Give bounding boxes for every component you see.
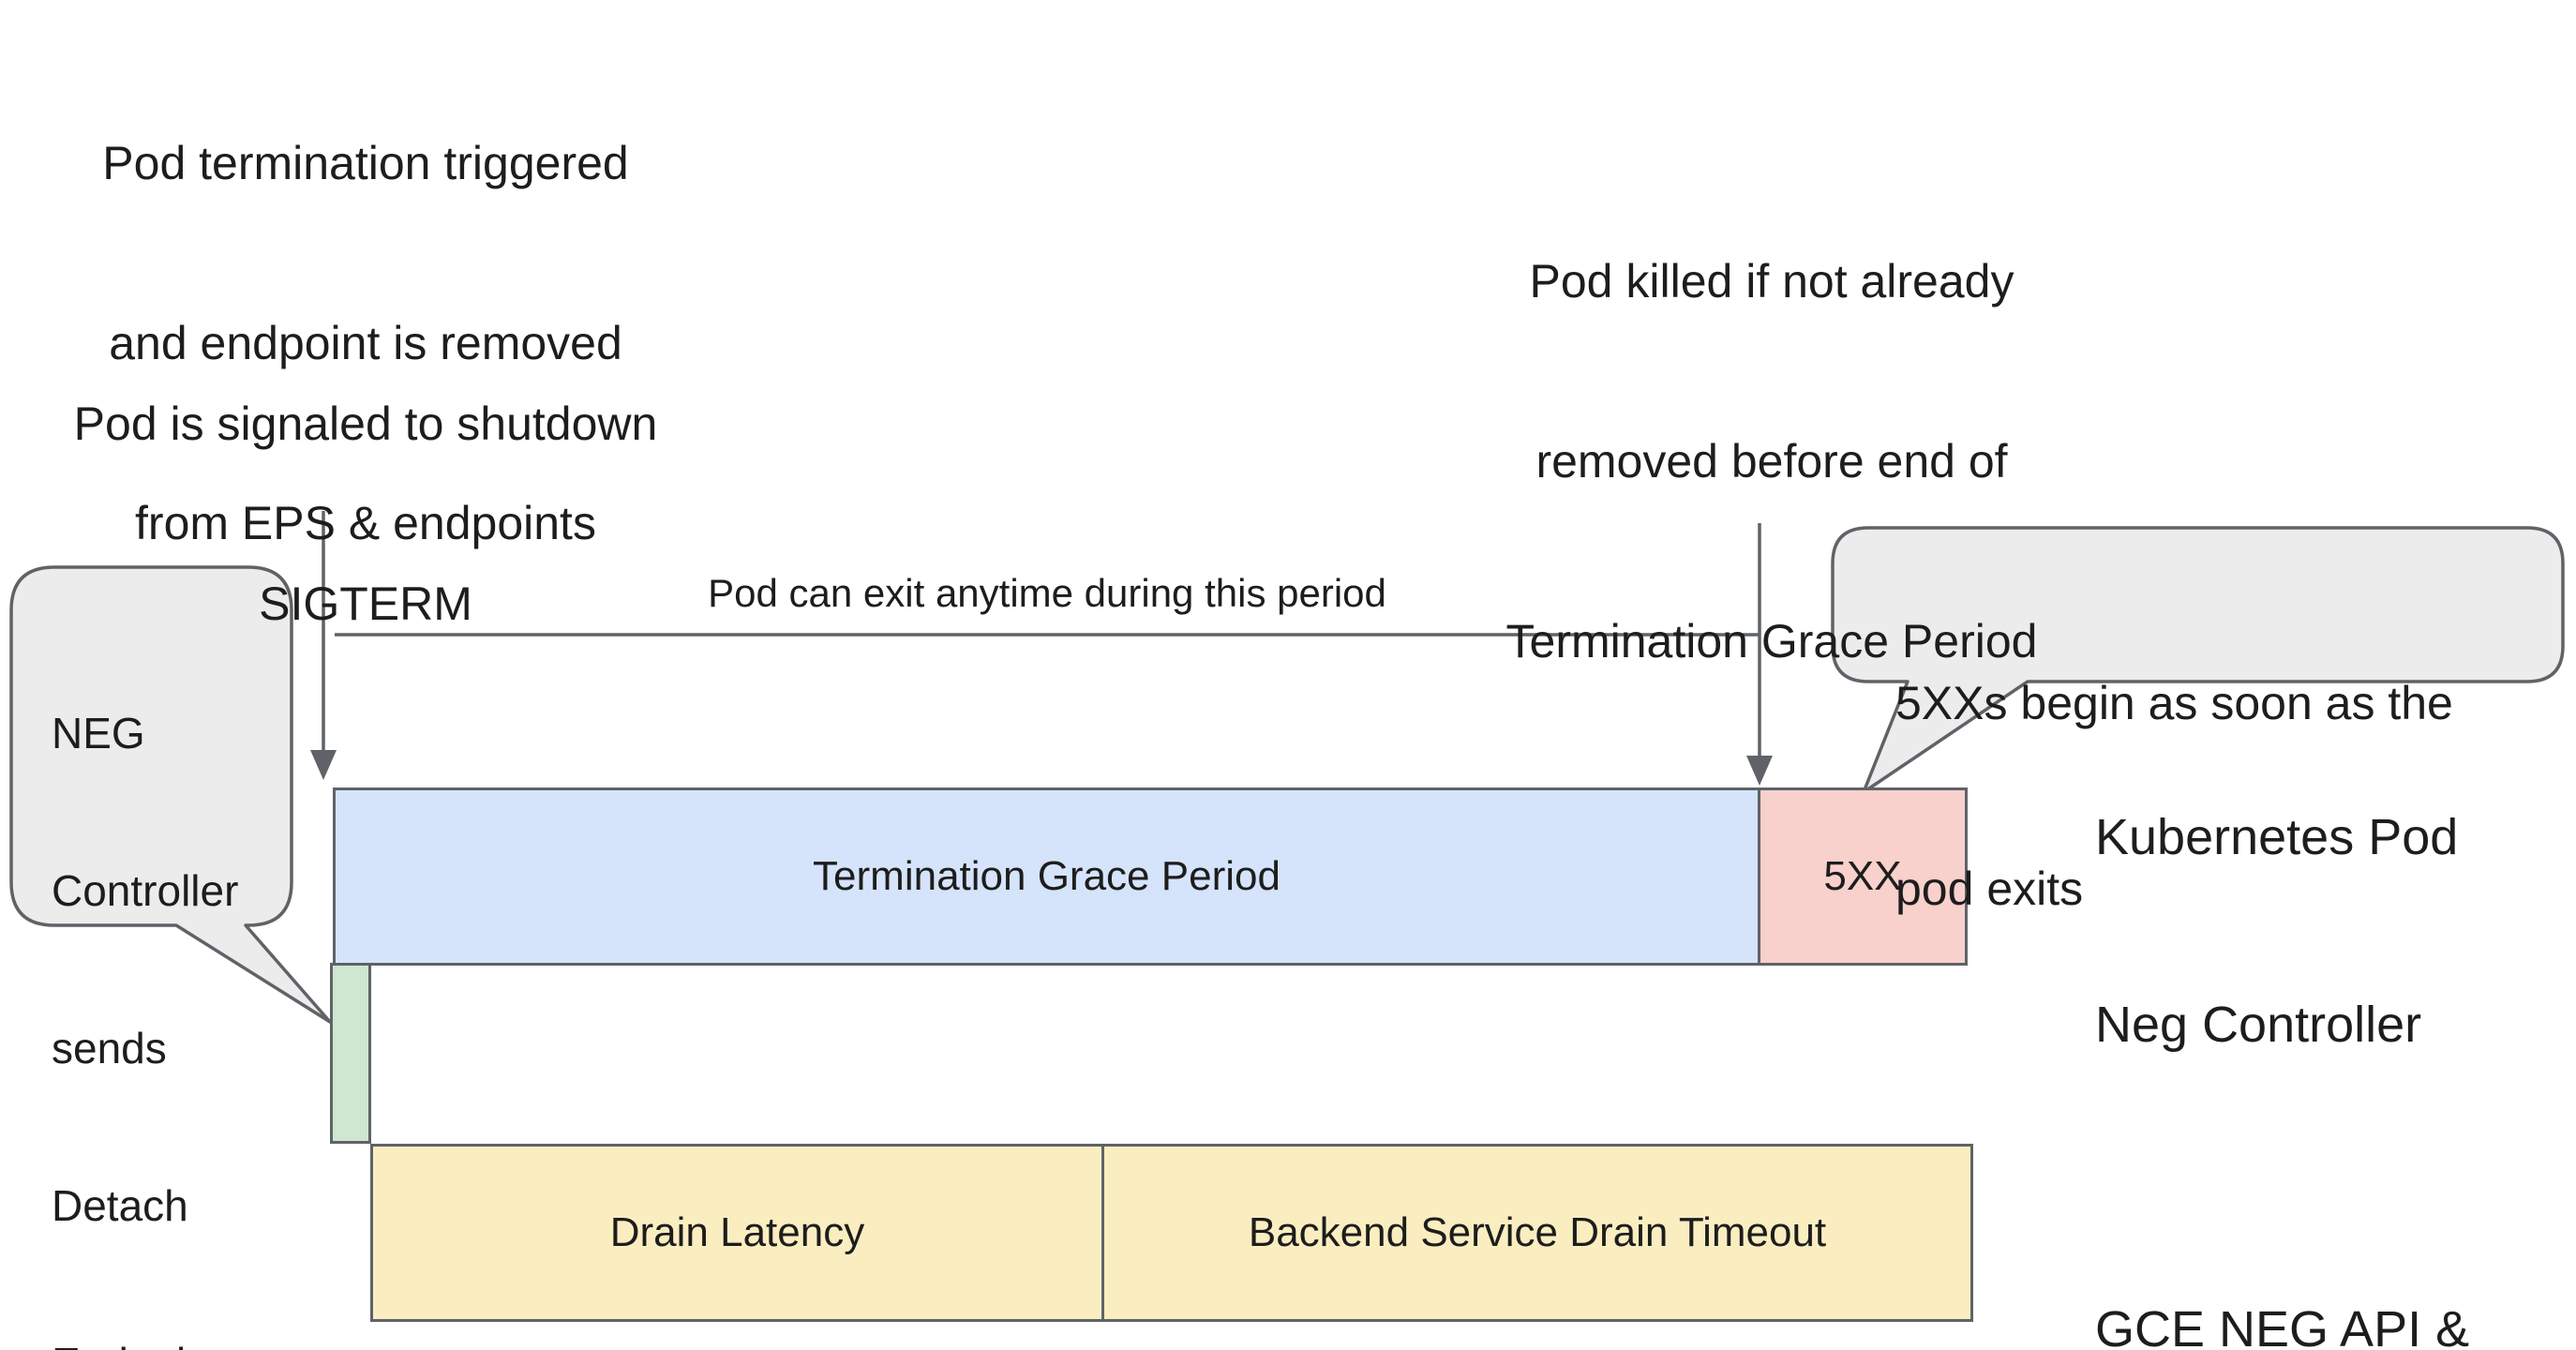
fivexx-label: 5XX: [1823, 853, 1902, 899]
gce-neg-api-row-label: GCE NEG API & Infrastructure: [2095, 1165, 2469, 1350]
drain-latency-segment: Drain Latency: [373, 1147, 1104, 1319]
neg-controller-row-label: Neg Controller: [2095, 997, 2422, 1053]
pod-termination-annotation: Pod termination triggered and endpoint i…: [56, 13, 675, 673]
bubble-line: sends: [52, 1024, 167, 1072]
fivexx-bar: 5XX: [1760, 788, 1968, 966]
termination-grace-period-bar: Termination Grace Period: [333, 788, 1760, 966]
detach-endpoint-request-bar: [330, 963, 371, 1144]
termination-grace-period-label: Termination Grace Period: [813, 853, 1281, 899]
period-note: Pod can exit anytime during this period: [708, 571, 1386, 615]
sigterm-arrowhead-icon: [310, 750, 337, 780]
annotation-line: Termination Grace Period: [1505, 615, 2038, 668]
bubble-line: 5XXs begin as soon as the: [1895, 677, 2453, 729]
gce-neg-api-row-label-line: GCE NEG API &: [2095, 1301, 2470, 1350]
kubernetes-pod-row-label: Kubernetes Pod: [2095, 809, 2459, 865]
annotation-line: Pod is signaled to shutdown: [73, 398, 658, 450]
annotation-line: Pod termination triggered: [102, 137, 629, 189]
gce-drain-bar: Drain Latency Backend Service Drain Time…: [370, 1144, 1973, 1322]
bubble-line: Endpoint: [52, 1337, 238, 1350]
sigterm-annotation: Pod is signaled to shutdown SIGTERM: [56, 274, 675, 754]
annotation-line: removed before end of: [1535, 435, 2008, 488]
bubble-line: NEG: [52, 709, 145, 758]
bubble-line: Controller: [52, 866, 239, 915]
annotation-line: Pod killed if not already: [1529, 255, 2014, 308]
neg-detach-bubble-text: NEG Controller sends Detach Endpoint Req…: [52, 602, 238, 1350]
annotation-line: from EPS & endpoints: [135, 497, 596, 549]
bubble-line: pod exits: [1895, 862, 2084, 915]
annotation-line: and endpoint is removed: [109, 317, 622, 369]
drain-latency-label: Drain Latency: [609, 1209, 865, 1255]
backend-service-drain-timeout-segment: Backend Service Drain Timeout: [1104, 1147, 1970, 1319]
annotation-line: SIGTERM: [259, 578, 472, 630]
bubble-line: Detach: [52, 1181, 188, 1230]
backend-service-drain-timeout-label: Backend Service Drain Timeout: [1248, 1209, 1827, 1255]
fivexx-bubble-text: 5XXs begin as soon as the pod exits: [1895, 548, 2453, 1043]
